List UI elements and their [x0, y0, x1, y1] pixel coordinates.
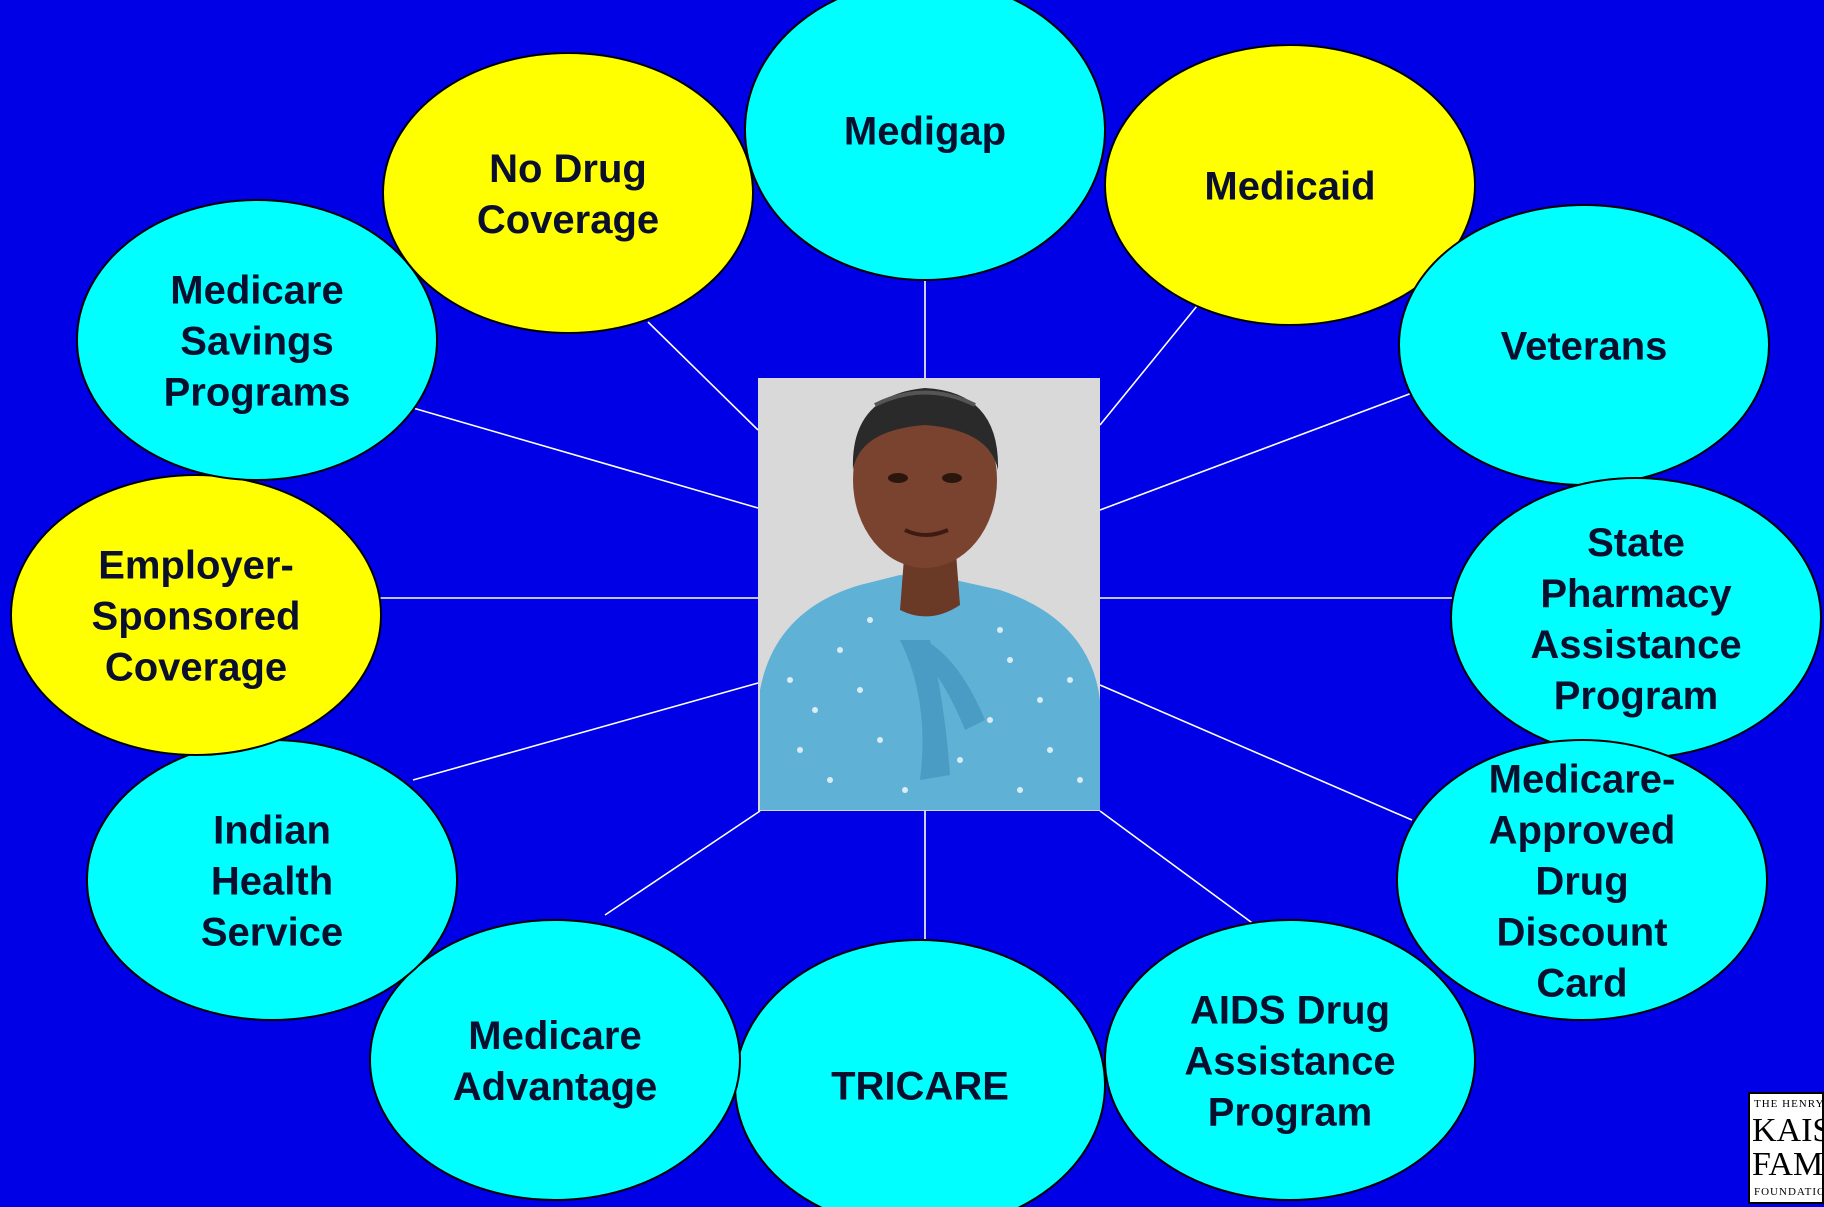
connector-indian-health [412, 682, 759, 781]
connector-medicare-approved-card [1099, 684, 1413, 821]
bubble-label-aids-drug-3: Program [1208, 1090, 1373, 1134]
logo-line-4: FOUNDATION [1754, 1186, 1822, 1198]
bubble-label-employer-sponsored-1: Employer- [98, 543, 294, 587]
bubble-shape-medicare-approved-card [1396, 739, 1768, 1021]
bubble-label-medicare-approved-card-5: Card [1536, 961, 1627, 1005]
bubble-label-medicare-savings-3: Programs [164, 370, 351, 414]
connector-medicaid [1099, 289, 1211, 426]
bubble-shape-medicare-advantage [369, 919, 741, 1201]
bubble-label-state-pharmacy-2: Pharmacy [1540, 572, 1732, 616]
logo-line-2: KAISER [1752, 1112, 1822, 1149]
bubble-label-medicare-approved-card-1: Medicare- [1489, 757, 1676, 801]
bubble-label-state-pharmacy-3: Assistance [1530, 623, 1741, 667]
connector-medicare-savings [412, 407, 759, 509]
bubble-label-aids-drug-1: AIDS Drug [1190, 988, 1390, 1032]
bubble-shape-employer-sponsored [10, 474, 382, 756]
center-portrait-photo [758, 378, 1100, 811]
bubble-label-aids-drug-2: Assistance [1184, 1039, 1395, 1083]
bubble-label-indian-health-2: Health [211, 859, 333, 903]
bubble-veterans: Veterans [1398, 204, 1770, 486]
bubble-label-medicare-savings-1: Medicare [170, 268, 343, 312]
bubble-label-medicaid-1: Medicaid [1204, 164, 1375, 208]
connector-no-drug [647, 321, 759, 431]
bubble-label-no-drug-1: No Drug [489, 147, 647, 191]
bubble-label-employer-sponsored-3: Coverage [105, 645, 287, 689]
bubble-label-employer-sponsored-2: Sponsored [92, 594, 301, 638]
bubble-shape-medicaid [1104, 44, 1476, 326]
bubble-label-medicare-advantage-1: Medicare [468, 1014, 641, 1058]
bubble-label-medicare-savings-2: Savings [180, 319, 333, 363]
connector-veterans [1099, 389, 1421, 511]
bubble-label-state-pharmacy-1: State [1587, 521, 1685, 565]
bubble-label-indian-health-1: Indian [213, 808, 331, 852]
bubble-label-veterans-1: Veterans [1501, 324, 1668, 368]
bubble-label-medicare-approved-card-3: Drug [1535, 859, 1628, 903]
bubble-shape-no-drug [382, 52, 754, 334]
bubble-label-state-pharmacy-4: Program [1554, 674, 1719, 718]
logo-line-1: THE HENRY J. [1754, 1098, 1824, 1110]
bubble-medicaid: Medicaid [1104, 44, 1476, 326]
bubble-label-indian-health-3: Service [201, 910, 343, 954]
coverage-bubbles: MedigapMedicaidVeteransStatePharmacyAssi… [10, 0, 1822, 1207]
bubble-label-no-drug-2: Coverage [477, 198, 659, 242]
connector-aids-drug [1099, 810, 1256, 926]
bubble-label-medicare-advantage-2: Advantage [453, 1065, 658, 1109]
bubble-medigap: Medigap [744, 0, 1106, 281]
kaiser-foundation-logo: THE HENRY J. KAISER FAMILY FOUNDATION [1748, 1092, 1824, 1204]
bubble-shape-medigap [744, 0, 1106, 281]
logo-line-3: FAMILY [1752, 1146, 1824, 1183]
bubble-shape-medicare-savings [76, 199, 438, 481]
bubble-shape-aids-drug [1104, 919, 1476, 1201]
bubble-label-tricare-1: TRICARE [831, 1064, 1009, 1108]
bubble-label-medicare-approved-card-2: Approved [1489, 808, 1676, 852]
connector-medicare-advantage [604, 810, 761, 916]
bubble-label-medigap-1: Medigap [844, 109, 1006, 153]
bubble-label-medicare-approved-card-4: Discount [1496, 910, 1667, 954]
connector-lines [378, 268, 1455, 940]
bubble-tricare: TRICARE [734, 939, 1106, 1207]
